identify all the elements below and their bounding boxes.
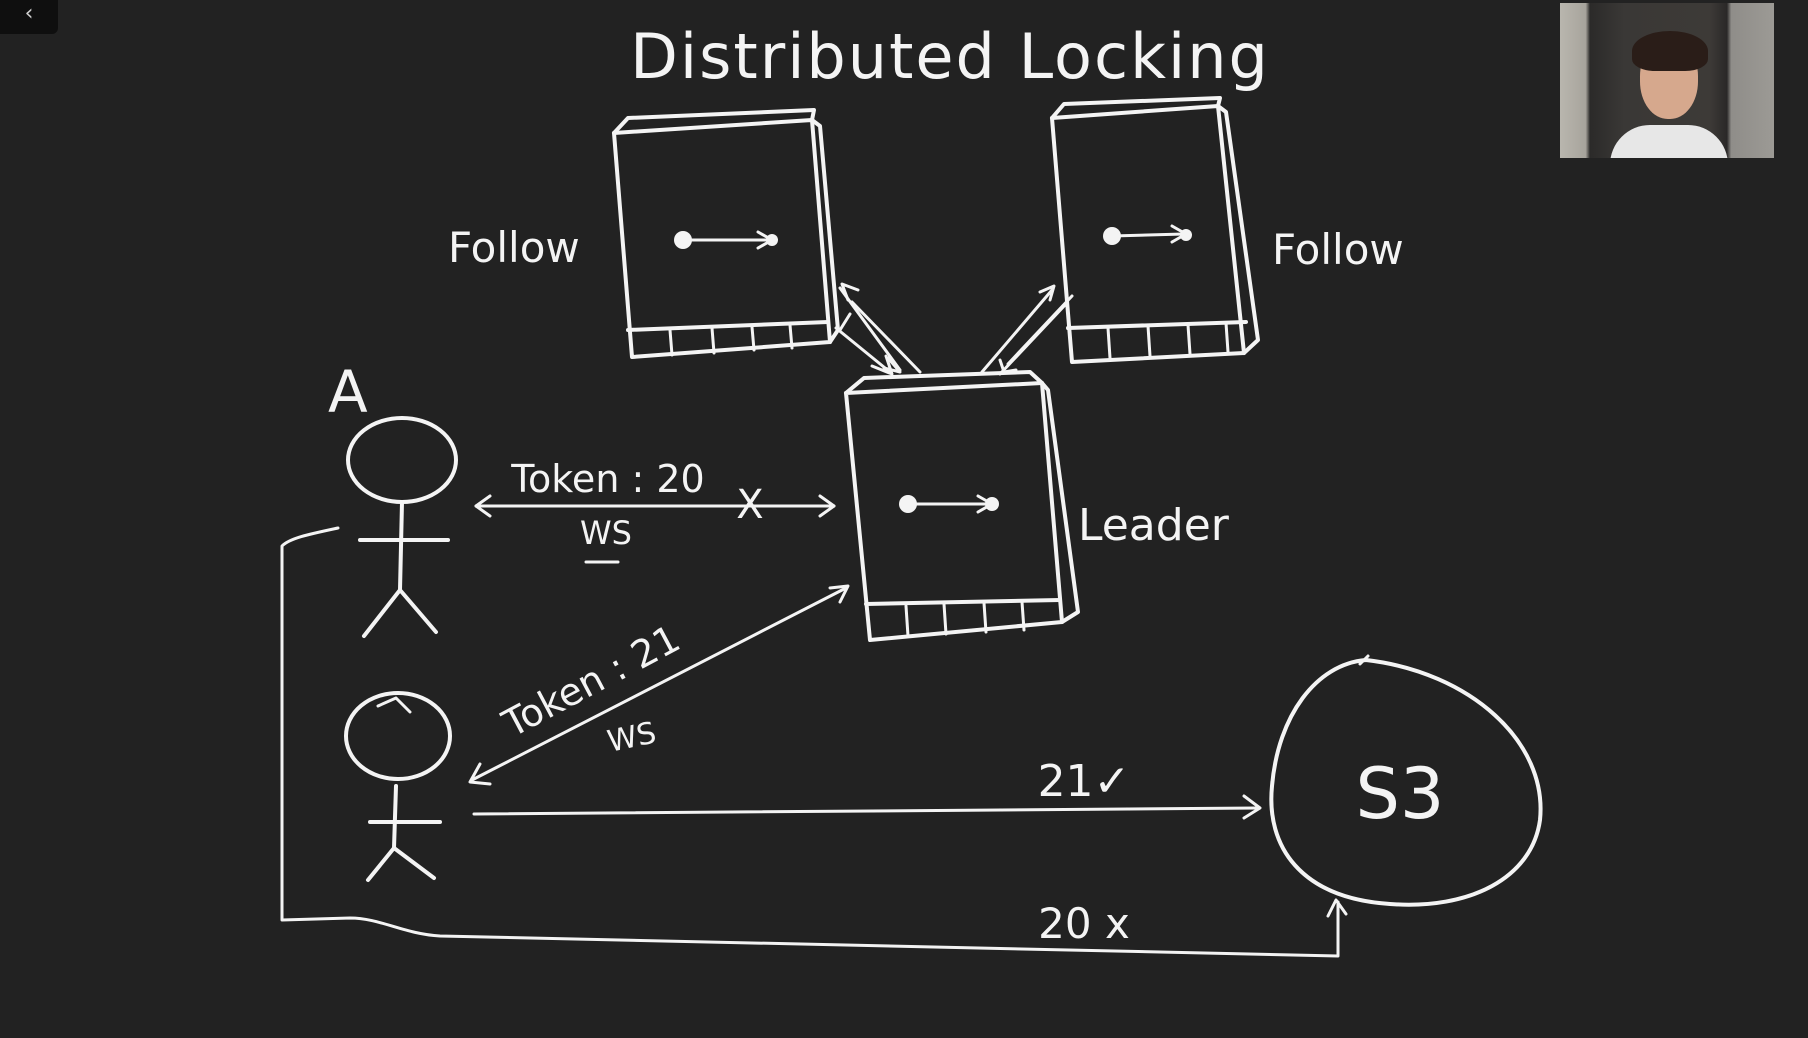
client-a-figure (346, 416, 458, 638)
client-a-connection (474, 494, 836, 564)
follower-right-label: Follow (1272, 225, 1404, 274)
client-b-head (344, 691, 452, 781)
follower-server-right (1050, 96, 1260, 364)
client-b-token-label: Token : 21 (495, 616, 687, 746)
s3-label: S3 (1356, 753, 1445, 835)
arrow-right-icon (1110, 224, 1188, 244)
client-b-figure (344, 691, 452, 882)
diagram-title: Distributed Locking (630, 20, 1270, 93)
client-b-connection-label: WS (604, 715, 659, 759)
write-rejected-arrow (280, 526, 1348, 958)
leader-server (844, 370, 1080, 642)
client-a-connection-label: WS (580, 514, 632, 552)
presenter-webcam (1560, 3, 1774, 158)
client-a-head (346, 416, 458, 504)
client-a-token-label: Token : 20 (510, 457, 704, 501)
arrow-right-icon (906, 494, 994, 514)
client-b-connection (468, 584, 850, 786)
chevron-left-icon: ‹ (24, 1, 34, 26)
presenter-shirt (1610, 125, 1728, 158)
back-button[interactable]: ‹ (0, 0, 58, 34)
s3-storage (1269, 654, 1543, 907)
replication-link-right (980, 284, 1074, 376)
leader-label: Leader (1078, 500, 1230, 551)
write-accepted-arrow (472, 794, 1262, 820)
write-accepted-label: 21✓ (1038, 756, 1131, 807)
connection-failed-mark: X (736, 482, 763, 528)
arrow-right-icon (681, 230, 774, 250)
presenter-hair (1632, 31, 1708, 71)
follower-left-label: Follow (448, 223, 580, 272)
client-a-label: A (328, 358, 368, 426)
replication-link-left (834, 282, 922, 376)
follower-server-left (612, 108, 840, 359)
write-rejected-label: 20 x (1038, 899, 1130, 948)
